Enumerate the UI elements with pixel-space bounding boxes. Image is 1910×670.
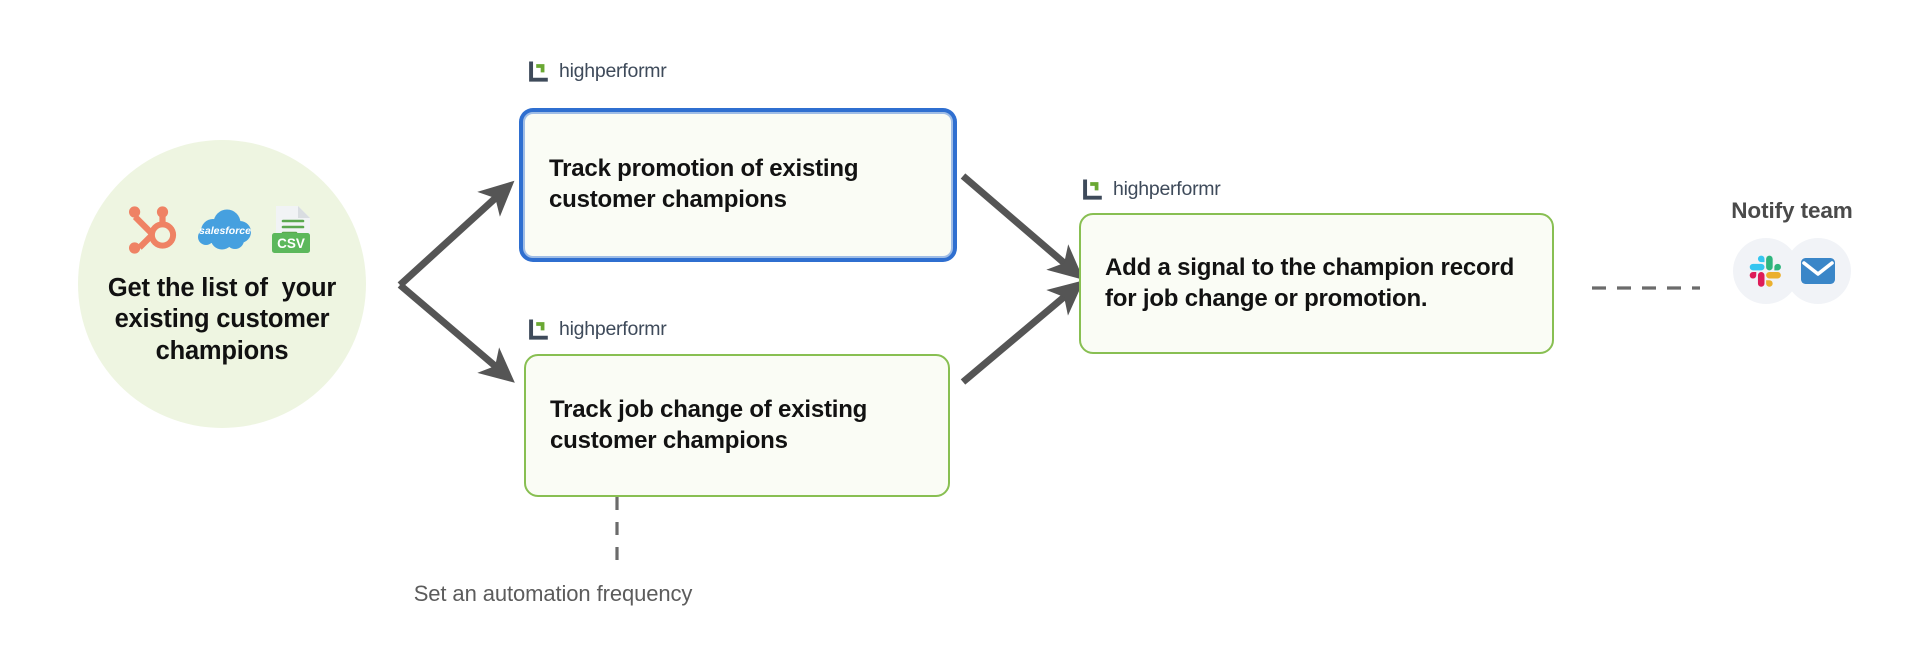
notify-channel-group	[1733, 238, 1851, 304]
arrow-promotion-to-add-signal	[960, 173, 1084, 280]
email-channel-bubble[interactable]	[1785, 238, 1851, 304]
brand-logo-label: highperformr	[1113, 178, 1221, 200]
brand-logo-track-promotion: highperformr	[527, 60, 667, 83]
brand-logo-add-signal: highperformr	[1081, 178, 1221, 201]
brand-logo-track-job-change: highperformr	[527, 318, 667, 341]
email-icon	[1801, 258, 1835, 284]
notify-team-label: Notify team	[1731, 198, 1853, 223]
arrow-to-track-promotion	[397, 180, 515, 288]
step-label-track-promotion: Track promotion of existing customer cha…	[549, 155, 859, 213]
arrow-job-change-to-add-signal	[960, 280, 1084, 385]
step-box-track-job-change[interactable]: Track job change of existing customer ch…	[524, 354, 950, 497]
source-label: Get the list of your existing customer c…	[107, 274, 337, 365]
highperformr-logo-icon	[529, 61, 548, 82]
svg-text:CSV: CSV	[277, 236, 305, 251]
automation-frequency-caption: Set an automation frequency	[413, 581, 693, 606]
source-icon-group: salesforce CSV	[129, 201, 315, 259]
step-box-track-promotion[interactable]: Track promotion of existing customer cha…	[523, 112, 953, 258]
brand-logo-label: highperformr	[559, 60, 667, 82]
slack-icon	[1749, 255, 1781, 287]
highperformr-logo-icon	[529, 319, 548, 340]
source-node[interactable]: salesforce CSV Get the list of your exis…	[78, 140, 366, 428]
brand-logo-label: highperformr	[559, 318, 667, 340]
step-box-add-signal[interactable]: Add a signal to the champion record for …	[1079, 213, 1554, 354]
highperformr-logo-icon	[1083, 179, 1102, 200]
hubspot-icon	[129, 206, 177, 254]
step-label-add-signal: Add a signal to the champion record for …	[1105, 253, 1515, 312]
notify-team-node[interactable]: Notify team	[1702, 198, 1882, 304]
step-label-track-job-change: Track job change of existing customer ch…	[550, 395, 868, 454]
svg-text:salesforce: salesforce	[199, 225, 251, 237]
salesforce-icon: salesforce	[198, 209, 251, 250]
arrow-to-track-job-change	[397, 282, 515, 383]
csv-file-icon: CSV	[272, 206, 310, 254]
